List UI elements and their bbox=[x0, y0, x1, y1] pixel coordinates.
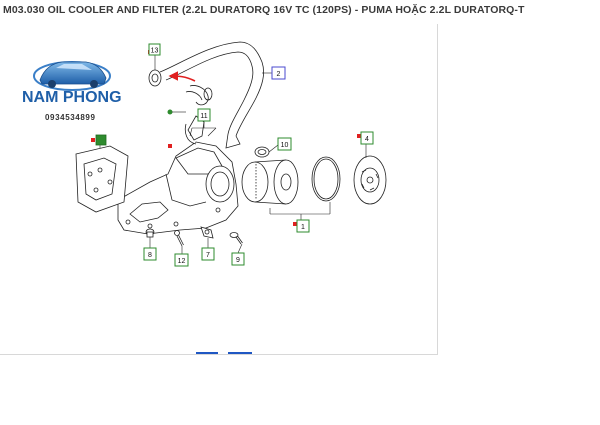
callout-label: 8 bbox=[148, 252, 152, 259]
page-title: M03.030 OIL COOLER AND FILTER (2.2L DURA… bbox=[3, 4, 525, 16]
callout-9[interactable]: 9 bbox=[231, 252, 245, 266]
callout-1[interactable]: 1 bbox=[296, 219, 310, 233]
callout-label: 9 bbox=[236, 257, 240, 264]
callout-label: 12 bbox=[178, 258, 186, 265]
callout-label: 4 bbox=[365, 136, 369, 143]
brand-logo: NAM PHONG 0934534899 bbox=[22, 61, 122, 122]
logo-phone-text: 0934534899 bbox=[45, 113, 96, 122]
bolt-part-8 bbox=[145, 228, 155, 238]
direction-arrow bbox=[168, 71, 196, 82]
leader-lines bbox=[99, 54, 367, 254]
scrollbar-thumb-right[interactable] bbox=[228, 352, 252, 354]
filled-callout-marker bbox=[95, 134, 107, 146]
callout-label: 10 bbox=[281, 142, 289, 149]
sensor-part-7 bbox=[200, 226, 214, 239]
callout-2[interactable]: 2 bbox=[271, 66, 286, 80]
reference-dot bbox=[167, 109, 173, 115]
callout-11[interactable]: 11 bbox=[197, 108, 211, 122]
callout-label: 7 bbox=[206, 252, 210, 259]
scrollbar-thumb-left[interactable] bbox=[196, 352, 218, 354]
callout-13[interactable]: 13 bbox=[148, 43, 161, 56]
red-marker bbox=[168, 144, 172, 148]
hose-elbow-part bbox=[185, 85, 213, 106]
parts-diagram: NAM PHONG 0934534899 bbox=[22, 41, 387, 267]
oil-filter-element bbox=[241, 159, 299, 205]
clip-part-13 bbox=[148, 69, 162, 87]
callout-label: 2 bbox=[277, 71, 281, 78]
callout-10[interactable]: 10 bbox=[277, 137, 292, 151]
red-marker bbox=[357, 134, 361, 138]
callout-label: 13 bbox=[151, 48, 159, 55]
o-ring bbox=[311, 156, 341, 202]
callout-12[interactable]: 12 bbox=[174, 253, 189, 267]
callout-label: 1 bbox=[301, 224, 305, 231]
diagram-frame: NAM PHONG 0934534899 bbox=[0, 24, 438, 355]
gasket-plate bbox=[75, 145, 129, 213]
hose-part bbox=[159, 41, 264, 149]
oil-cooler-housing bbox=[117, 115, 239, 235]
callout-label: 11 bbox=[200, 113, 207, 120]
logo-car-icon bbox=[39, 61, 107, 85]
bolt-part-12 bbox=[174, 230, 184, 247]
callout-8[interactable]: 8 bbox=[143, 247, 157, 261]
red-marker bbox=[293, 222, 297, 226]
logo-brand-text: NAM PHONG bbox=[22, 89, 122, 106]
callout-4[interactable]: 4 bbox=[360, 131, 374, 145]
red-marker bbox=[91, 138, 95, 142]
clamp-part-10 bbox=[254, 146, 270, 158]
bolt-part-9 bbox=[229, 232, 243, 245]
title-bar: M03.030 OIL COOLER AND FILTER (2.2L DURA… bbox=[0, 0, 600, 22]
filter-cap bbox=[353, 155, 387, 205]
callout-7[interactable]: 7 bbox=[201, 247, 215, 261]
